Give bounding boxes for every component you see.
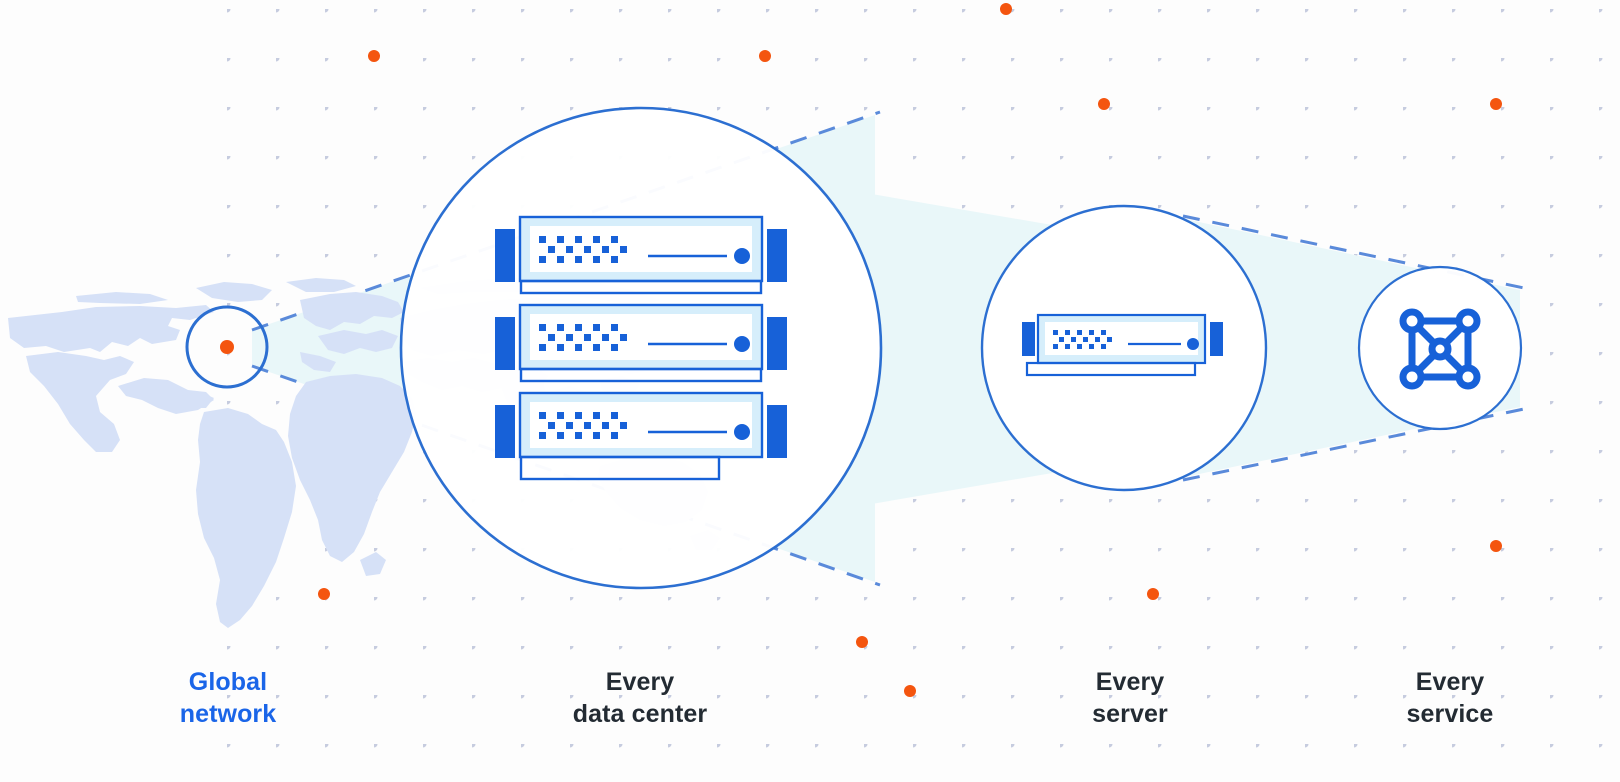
rack-unit-1 [495, 215, 787, 283]
stage-label-service: Every service [1406, 668, 1494, 728]
stage-label-data-center: Every data center [572, 668, 708, 728]
orange-dot [368, 50, 380, 62]
rack-unit-2-tab-left [495, 317, 515, 370]
orange-dot [1147, 588, 1159, 600]
rack-unit-3-status-led [734, 424, 750, 440]
stage-label-server: Every server [1092, 668, 1168, 728]
rack-unit-2 [495, 279, 787, 371]
globe-highlight-circle [185, 305, 269, 389]
stage-label-global-network: Global network [179, 668, 277, 728]
orange-accent-dots [318, 3, 1502, 697]
rack-unit-3-dot-matrix [539, 412, 627, 439]
orange-dot [759, 50, 771, 62]
rack-unit-1-dot-matrix [539, 236, 627, 263]
orange-dot [318, 588, 330, 600]
orange-dot [1490, 540, 1502, 552]
rack-unit-2-tab-right [767, 317, 787, 370]
rack-unit-2-dot-matrix [539, 324, 627, 351]
rack-base-shelf [519, 455, 721, 481]
mesh-node-top-right [1455, 308, 1481, 334]
rack-unit-2-status-led [734, 336, 750, 352]
rack-unit-3-panel [530, 402, 752, 448]
single-server-status-led [1187, 338, 1199, 350]
single-server-tab-left [1022, 322, 1035, 356]
globe-highlight-group [185, 305, 269, 389]
single-server-dot-matrix [1053, 330, 1112, 349]
rack-unit-3-spacer [519, 367, 763, 383]
mesh-node-bottom-left [1399, 364, 1425, 390]
mesh-node-top-left [1399, 308, 1425, 334]
mesh-node-bottom-right [1455, 364, 1481, 390]
orange-dot [1490, 98, 1502, 110]
orange-dot [856, 636, 868, 648]
orange-dot [904, 685, 916, 697]
single-server-tab-right [1210, 322, 1223, 356]
rack-unit-1-status-led [734, 248, 750, 264]
single-server-base-shelf [1025, 361, 1197, 377]
server-rack-icon [495, 215, 787, 481]
mesh-node-center [1428, 337, 1452, 361]
rack-unit-3 [495, 367, 787, 459]
rack-unit-2-panel [530, 314, 752, 360]
rack-unit-1-tab-left [495, 229, 515, 282]
rack-unit-1-panel [530, 226, 752, 272]
rack-unit-3-tab-right [767, 405, 787, 458]
rack-unit-1-tab-right [767, 229, 787, 282]
orange-dot [1000, 3, 1012, 15]
service-mesh-icon [1399, 308, 1481, 390]
rack-unit-2-spacer [519, 279, 763, 295]
orange-dot [1098, 98, 1110, 110]
single-server-icon [1022, 313, 1223, 377]
single-server-panel [1045, 322, 1198, 355]
rack-unit-3-tab-left [495, 405, 515, 458]
globe-marker-dot [220, 340, 234, 354]
